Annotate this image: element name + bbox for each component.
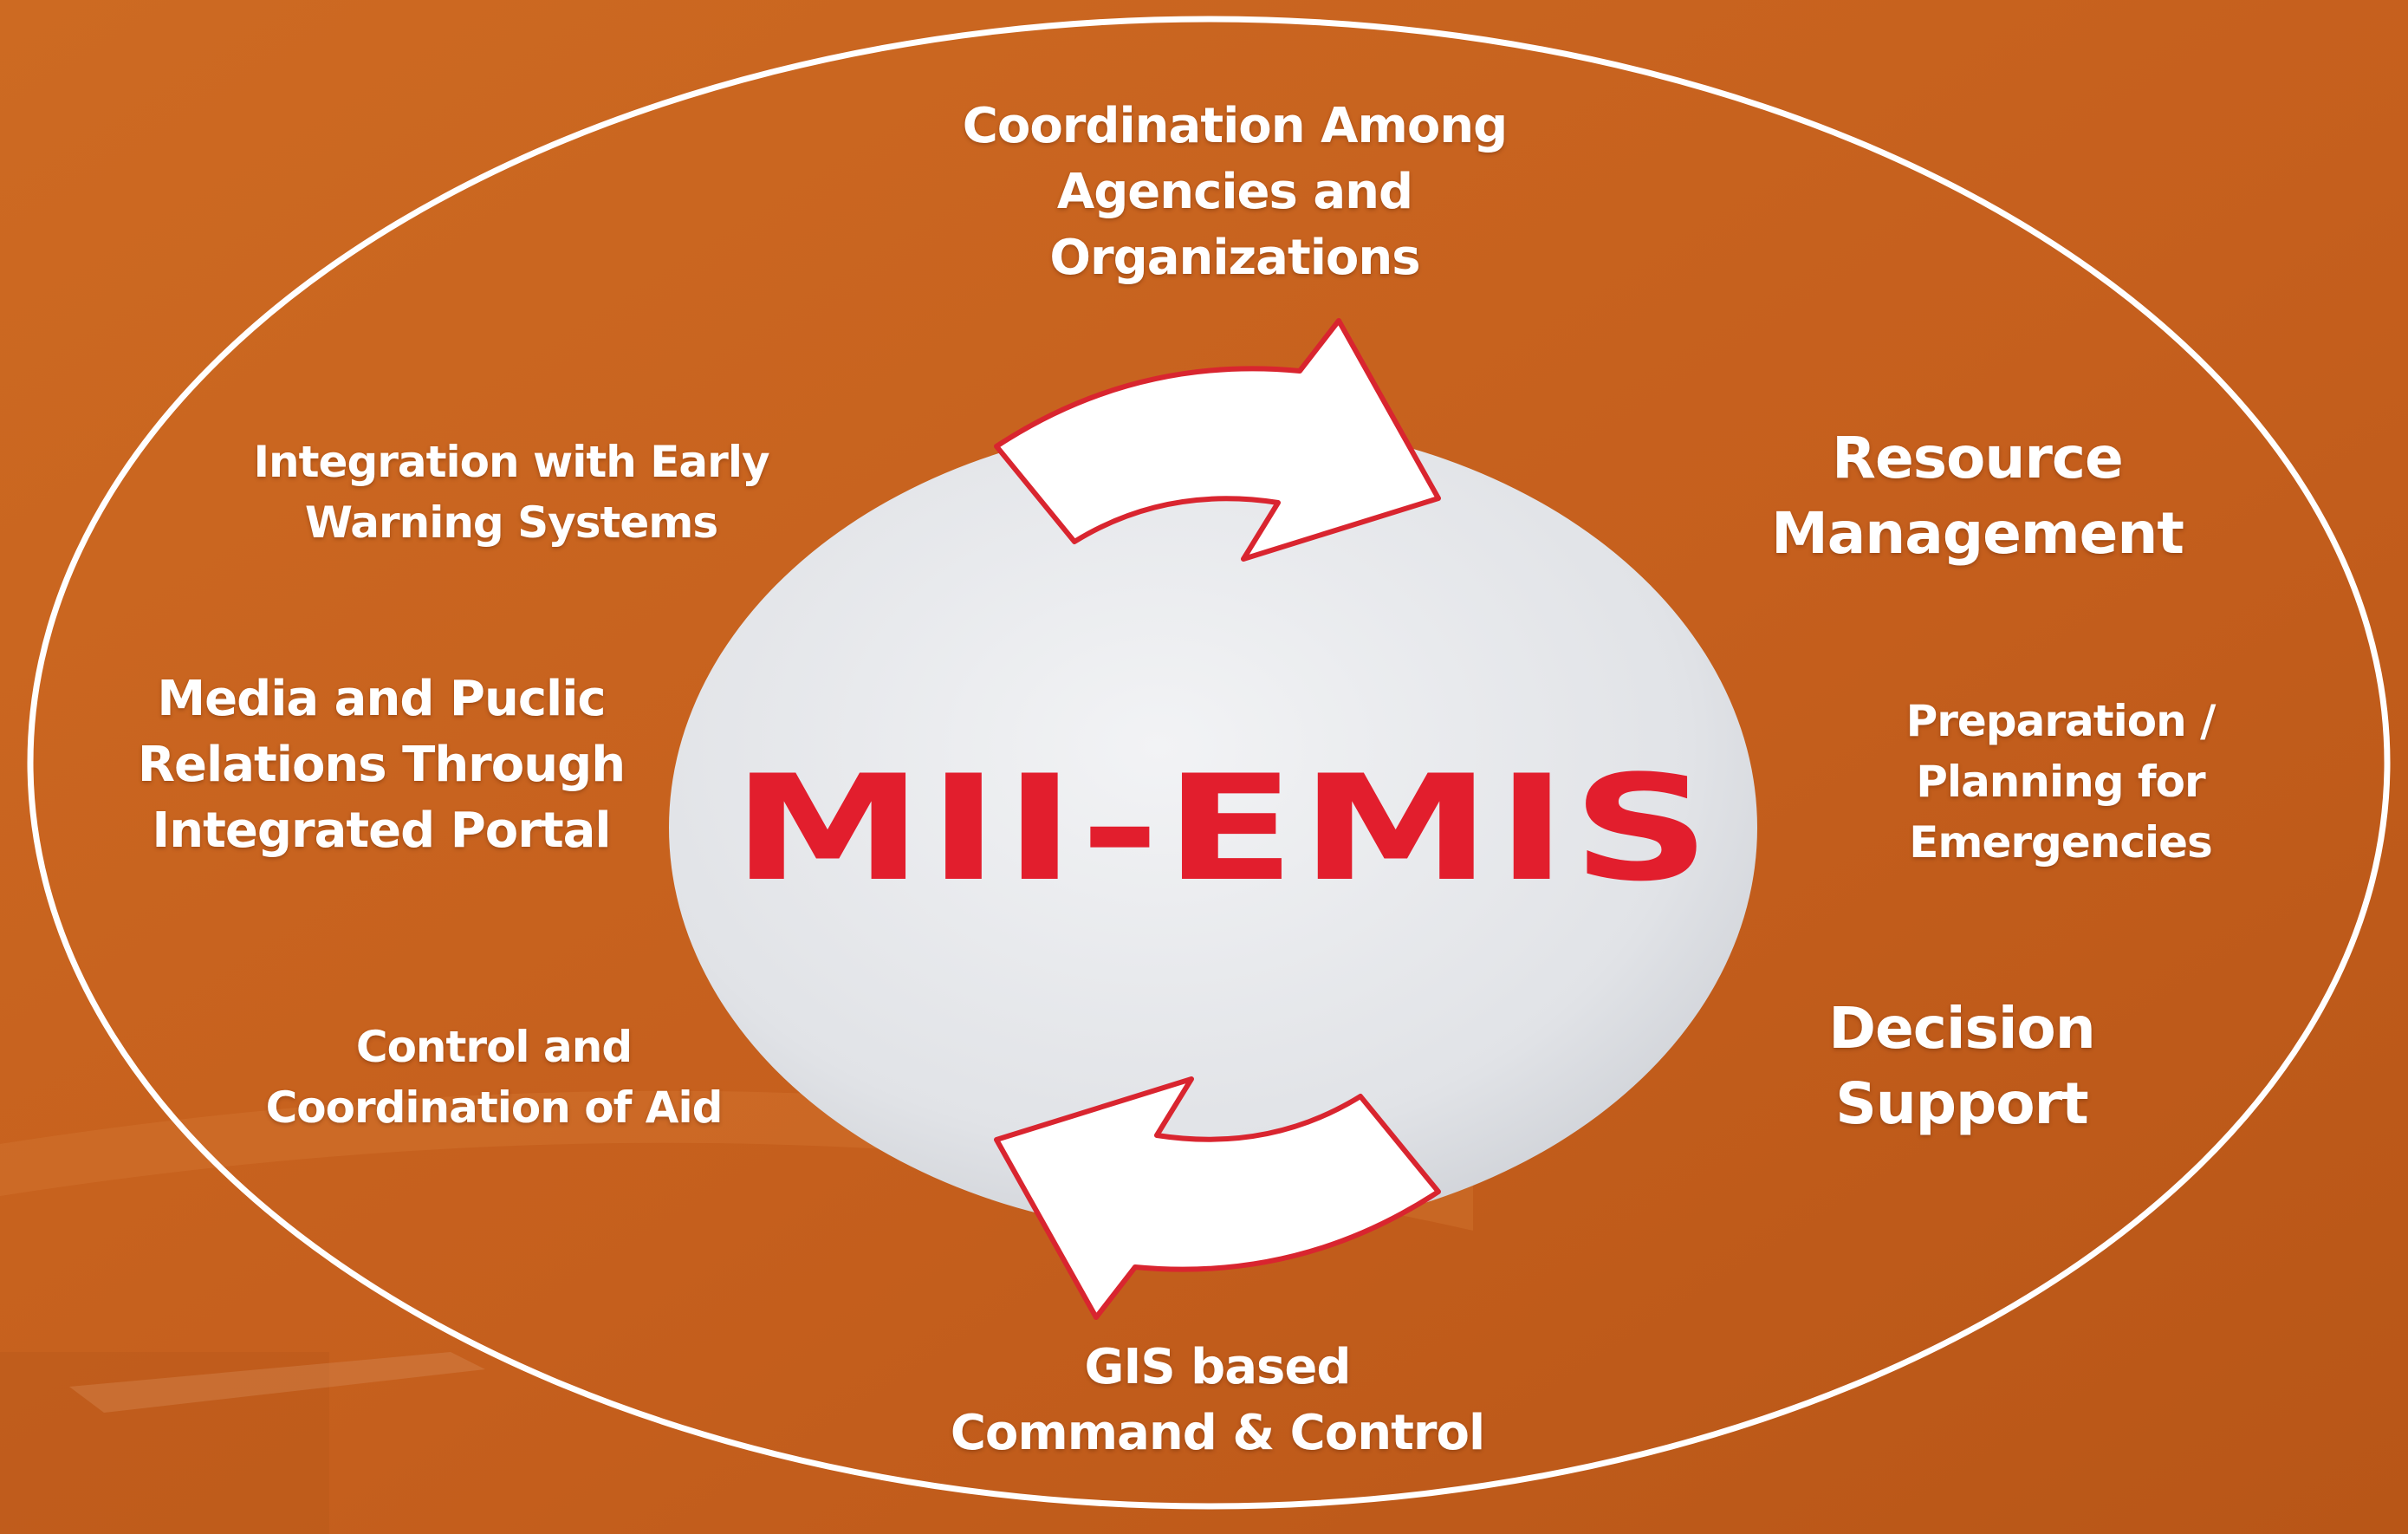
curved-arrow-right-icon	[994, 318, 1441, 562]
node-upper-left: Integration with Early Warning Systems	[253, 437, 769, 548]
curved-arrow-left-icon	[994, 1076, 1441, 1320]
background-structure	[69, 1352, 485, 1413]
center-logo: MII-EMIS	[731, 744, 1716, 913]
node-lower-right: Decision Support	[1828, 994, 2096, 1137]
node-lower-left: Control and Coordination of Aid	[265, 1022, 724, 1133]
node-mid-right: Preparation / Planning for Emergencies	[1905, 696, 2217, 868]
node-bottom: GIS based Command & Control	[950, 1338, 1485, 1461]
node-top: Coordination Among Agencies and Organiza…	[962, 97, 1509, 287]
inner-circle	[669, 420, 1757, 1235]
background-shadow	[0, 1352, 329, 1534]
outer-ring	[27, 16, 2391, 1510]
node-upper-right: Resource Management	[1771, 424, 2184, 567]
node-mid-left: Media and Puclic Relations Through Integ…	[137, 670, 626, 860]
